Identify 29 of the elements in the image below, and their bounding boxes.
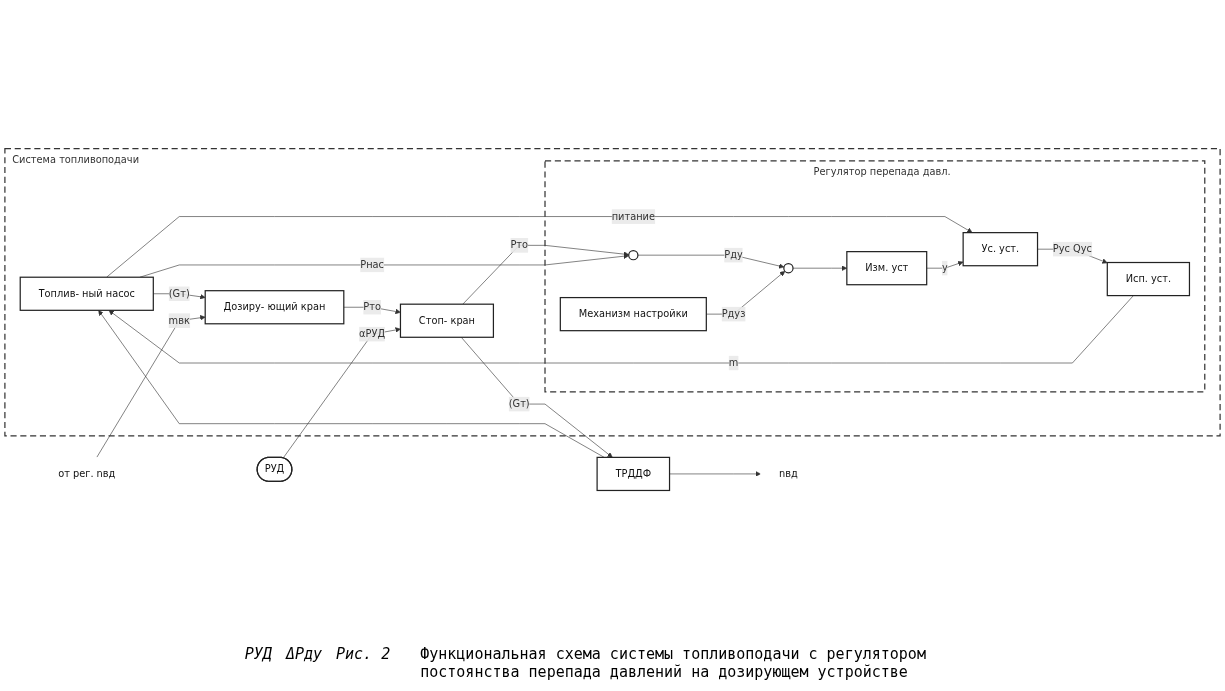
node-box: Стоп- кран bbox=[399, 303, 495, 338]
edge-label: mвк bbox=[168, 314, 190, 327]
label-text: Рис. 2 bbox=[336, 645, 391, 663]
node-circle bbox=[628, 249, 639, 261]
label-text: РУД bbox=[244, 645, 272, 663]
edge-label: Pто bbox=[510, 239, 529, 251]
edge-label: Pду bbox=[724, 249, 743, 261]
node-circle bbox=[783, 262, 794, 274]
edge-label: Pнас bbox=[360, 258, 384, 271]
node-box: Дозиру- ющий кран bbox=[204, 290, 345, 325]
edge-label: αРУД bbox=[359, 328, 386, 340]
edge-label: Pус Qус bbox=[1052, 243, 1092, 255]
node-text: от рег. nвд bbox=[58, 467, 116, 480]
edge-label: Pдуз bbox=[721, 308, 746, 320]
node-box: Ус. уст. bbox=[962, 232, 1039, 267]
edge-label: (Gт) bbox=[508, 397, 530, 410]
edge-label: y bbox=[942, 262, 948, 274]
edge-label: Pто bbox=[363, 301, 381, 313]
node-text: nвд bbox=[779, 467, 798, 480]
node-box: Топлив- ный насос bbox=[19, 276, 154, 311]
edge-label: питание bbox=[611, 210, 655, 223]
node-box: Изм. уст bbox=[846, 251, 928, 286]
edge-label: m bbox=[728, 356, 739, 369]
node-box: Исп. уст. bbox=[1106, 261, 1191, 297]
node-box: ТРДДФ bbox=[596, 456, 671, 492]
label-text: ΔPду bbox=[285, 645, 322, 663]
edge-label: (Gт) bbox=[168, 287, 190, 300]
figure-caption: Функциональная схема системы топливоподачи с регулятором постоянства перепада давлений на дозирующем устройстве bbox=[420, 645, 927, 681]
node-box: Механизм настройки bbox=[559, 296, 707, 332]
